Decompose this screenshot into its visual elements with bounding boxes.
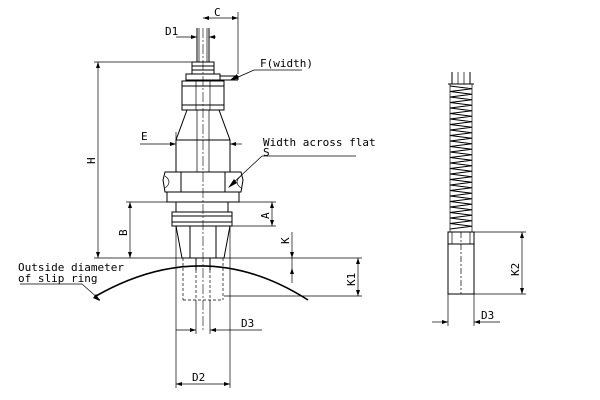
flange-washer [166, 191, 240, 203]
label-h: H [85, 157, 98, 164]
coil-spring [449, 84, 473, 232]
leader-f-width [230, 69, 302, 80]
label-d2: D2 [192, 371, 205, 384]
label-a: A [259, 212, 272, 219]
label-width-across-flat: Width across flat [263, 136, 376, 149]
dim-b [126, 201, 167, 258]
large-hex-nut [162, 171, 244, 193]
label-d1: D1 [165, 25, 178, 38]
label-slip-ring-line1: Outside diameter [18, 261, 124, 274]
terminal-lug [185, 73, 239, 81]
brush-body [447, 231, 475, 295]
label-f-width: F(width) [260, 57, 313, 70]
brush-with-spring: K2 D3 [432, 72, 526, 326]
leader-width-across-flat [228, 155, 356, 188]
label-slip-ring-line2: of slip ring [18, 272, 97, 285]
dim-d3-right [432, 294, 500, 326]
label-k1: K1 [345, 273, 358, 286]
spring-top-rod [448, 72, 474, 85]
dim-d1 [176, 35, 216, 39]
label-e: E [141, 130, 148, 143]
dim-d3-left [176, 300, 262, 334]
label-s: S [263, 146, 270, 159]
dim-d2 [175, 226, 231, 388]
dim-k2 [474, 231, 526, 295]
brush-holder-assembly: D1 C F(width) E [18, 6, 376, 388]
dim-h [94, 61, 196, 258]
dim-a [232, 201, 276, 227]
dim-k1 [224, 258, 362, 297]
dim-c [203, 12, 239, 74]
label-d3-left: D3 [241, 317, 254, 330]
holder-nut [171, 202, 233, 227]
carbon-brush [182, 226, 224, 301]
label-d3-right: D3 [481, 309, 494, 322]
label-b: B [117, 229, 130, 236]
top-threaded-rod [196, 28, 210, 62]
label-c: C [214, 6, 221, 19]
leader-slip-ring [20, 283, 101, 301]
label-k: K [279, 237, 292, 244]
dim-k [290, 232, 294, 283]
label-k2: K2 [509, 263, 522, 276]
slip-ring-arc [95, 265, 309, 301]
dim-e [140, 132, 242, 146]
